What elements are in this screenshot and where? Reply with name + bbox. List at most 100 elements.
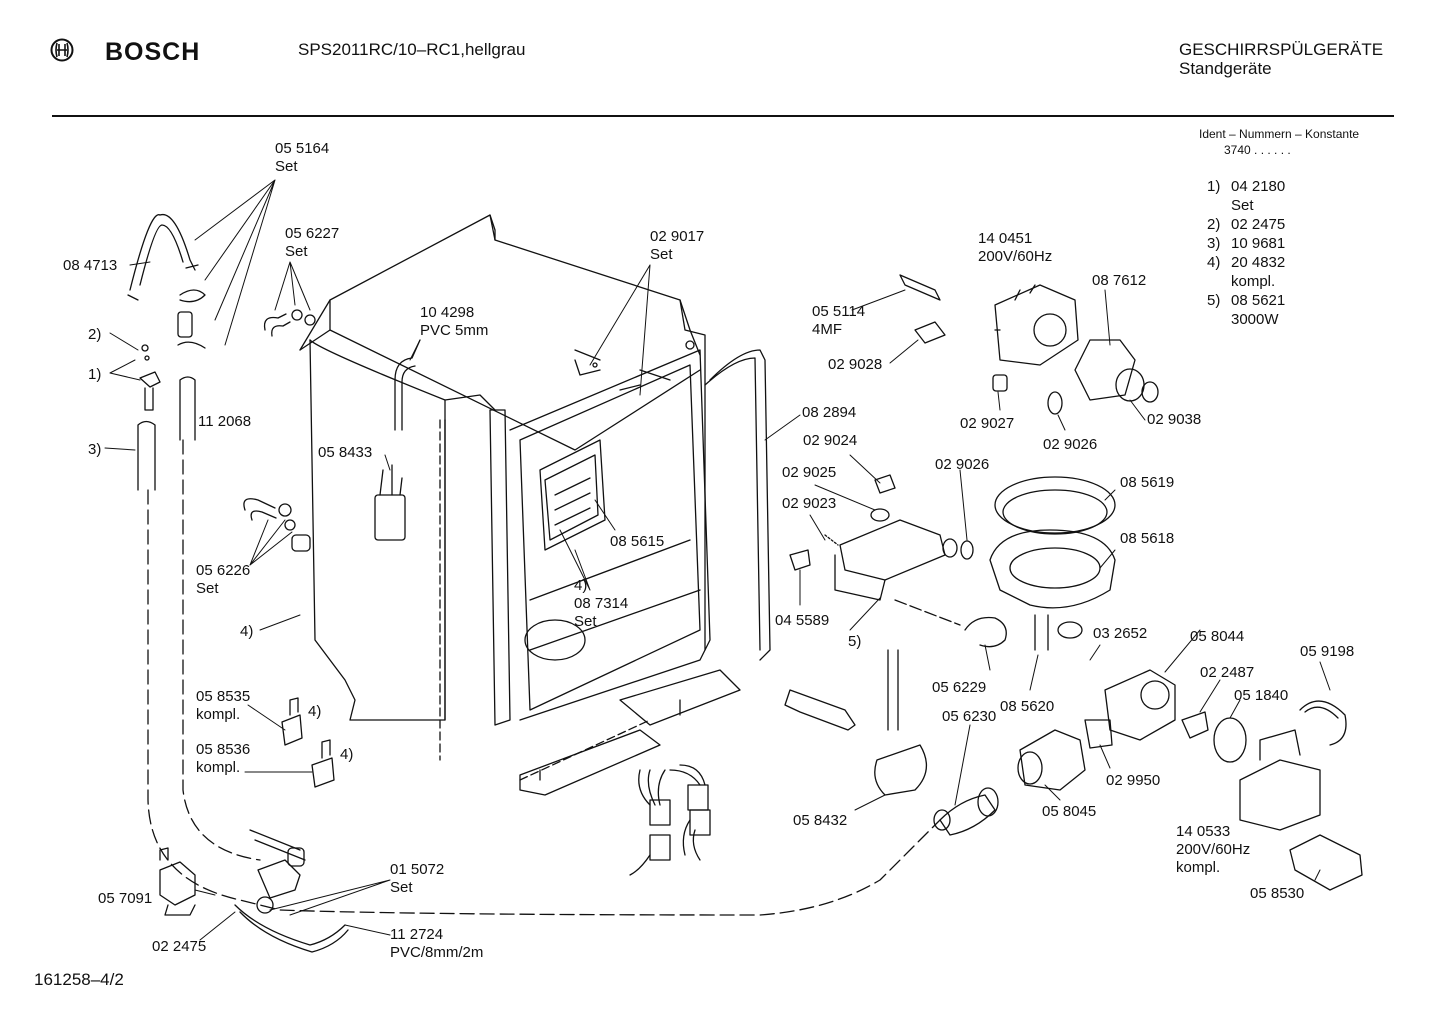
part-label-l27: 02 9024 [803, 432, 857, 450]
part-label-line: 02 9023 [782, 495, 837, 512]
part-label-l38: 05 8044 [1190, 628, 1244, 646]
part-label-l22: 08 7612 [1092, 272, 1146, 290]
part-label-line: 14 0451 [978, 230, 1033, 247]
category-subtitle: Standgeräte [1179, 59, 1272, 78]
ident-item-text: Set [1231, 197, 1254, 214]
part-label-line: 4MF [812, 321, 842, 338]
part-label-l17: 08 2894 [802, 404, 856, 422]
part-label-line: 02 9027 [960, 415, 1015, 432]
ident-item-text: 02 2475 [1231, 216, 1286, 233]
part-label-l41: 05 9198 [1300, 643, 1354, 661]
part-label-line: 08 5620 [1000, 698, 1055, 715]
header-rule [52, 115, 1394, 117]
part-label-l23: 02 9028 [828, 356, 882, 374]
part-label-l50: 02 2475 [152, 938, 206, 956]
elbow-hose [263, 313, 291, 337]
part-label-line: 02 9038 [1147, 411, 1202, 428]
elbow-hose-2 [243, 498, 277, 521]
ident-item-text: 04 2180 [1231, 178, 1286, 195]
part-label-line: 05 8433 [318, 444, 373, 461]
ident-item-text: kompl. [1231, 273, 1276, 290]
bushing [992, 374, 1008, 392]
circulation-motor [1239, 759, 1321, 831]
part-label-l7: 11 2068 [198, 413, 251, 431]
part-label-line: 10 4298 [420, 304, 475, 321]
part-label-l47: 05 8530 [1250, 885, 1304, 903]
category-title: GESCHIRRSPÜLGERÄTE [1179, 40, 1384, 59]
part-label-line: 02 9028 [828, 356, 883, 373]
part-label-line: 05 5114 [812, 303, 866, 320]
part-label-l3: 08 4713 [63, 257, 117, 275]
part-label-line: 02 9950 [1106, 772, 1161, 789]
part-label-line: 04 5589 [775, 612, 830, 629]
part-label-line: 14 0533 [1176, 823, 1231, 840]
sump-housing [989, 529, 1116, 609]
part-label-l28: 02 9025 [782, 464, 836, 482]
part-label-line: kompl. [196, 706, 241, 723]
ident-item: kompl. [1207, 273, 1275, 291]
ident-item-number: 3) [1207, 235, 1221, 252]
part-label-line: 05 9198 [1300, 643, 1355, 660]
impeller [1181, 711, 1209, 739]
part-label-line: 02 2487 [1200, 664, 1255, 681]
part-label-line: 4) [240, 623, 254, 640]
part-label-l29: 02 9023 [782, 495, 836, 513]
pressure-switch [874, 744, 927, 796]
ident-item: 2)02 2475 [1207, 216, 1285, 234]
wiring-connectors [629, 764, 711, 876]
ident-item: 4)20 4832 [1207, 254, 1285, 272]
part-label-line: PVC/8mm/2m [390, 944, 484, 961]
aquastop-part [257, 859, 301, 899]
brand-name: BOSCH [105, 38, 201, 66]
drain-hose [939, 794, 996, 836]
part-label-l15: 4) [340, 746, 353, 764]
ident-item-text: 10 9681 [1231, 235, 1286, 252]
ident-item-text: 08 5621 [1231, 292, 1286, 309]
part-label-line: 05 6227 [285, 225, 340, 242]
part-label-line: 03 2652 [1093, 625, 1148, 642]
part-label-line: 4) [308, 703, 322, 720]
part-label-l40: 05 1840 [1234, 687, 1288, 705]
relay-part [789, 549, 811, 571]
part-label-l18: 08 5615 [610, 533, 664, 551]
part-label-l39: 02 2487 [1200, 664, 1254, 682]
ident-item-number: 4) [1207, 254, 1221, 271]
door-seal [704, 349, 771, 661]
part-label-line: 05 6226 [196, 562, 251, 579]
part-label-l49: 05 7091 [98, 890, 152, 908]
pump-housing [1104, 669, 1176, 741]
ident-item: 3) 10 9681 [1207, 235, 1285, 253]
part-label-line: 1) [88, 366, 102, 383]
ident-item: Set [1207, 197, 1254, 215]
ident-item-text: 3000W [1231, 311, 1279, 328]
part-label-line: 05 5164 [275, 140, 330, 157]
part-label-l33: 04 5589 [775, 612, 829, 630]
part-label-l6: 3) [88, 441, 101, 459]
hose-hanger [129, 213, 196, 291]
part-label-l9: 05 8433 [318, 444, 372, 462]
part-label-line: 02 9026 [935, 456, 990, 473]
part-label-line: kompl. [1176, 859, 1221, 876]
solenoid-valve-1 [281, 697, 303, 746]
part-label-line: 08 2894 [802, 404, 857, 421]
part-label-line: Set [275, 158, 298, 175]
sump-hose [964, 616, 1007, 648]
part-label-l25: 02 9026 [1043, 436, 1097, 454]
motor-capacitor [899, 274, 941, 301]
part-label-line: 05 8432 [793, 812, 848, 829]
part-label-line: 08 7612 [1092, 272, 1147, 289]
hose-3 [137, 420, 156, 491]
part-label-line: Set [390, 879, 413, 896]
part-label-line: 01 5072 [390, 861, 445, 878]
part-label-l45: 05 8432 [793, 812, 847, 830]
belt-ring [1299, 700, 1347, 746]
